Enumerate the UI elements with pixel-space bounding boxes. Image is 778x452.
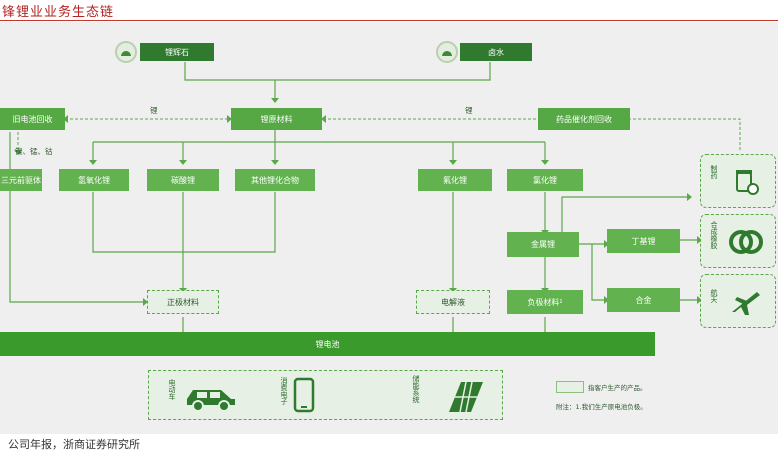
figure-title: 锋锂业业务生态链 <box>2 5 115 20</box>
spodumene-icon <box>115 41 137 63</box>
node-brine: 卤水 <box>460 43 532 61</box>
node-li-metal: 金属锂 <box>507 232 579 257</box>
source-footer: 公司年报，浙商证券研究所 <box>8 438 140 451</box>
anode-footnote-mark: 1 <box>559 299 563 305</box>
car-icon <box>187 390 235 411</box>
airplane-icon <box>732 292 760 315</box>
legend-customer-product: 指客户生产的产品。 <box>588 384 647 392</box>
node-electrolyte: 电解液 <box>416 290 490 314</box>
connector-lines <box>9 62 741 332</box>
solar-panel-icon <box>449 381 483 413</box>
node-butyl-li: 丁基锂 <box>607 229 680 253</box>
node-alloy: 合金 <box>607 288 680 312</box>
report-header: 锋锂业业务生态链 <box>0 0 778 21</box>
node-lif: 氟化锂 <box>418 169 492 191</box>
brine-icon <box>436 41 458 63</box>
edge-label-li-right: 锂 <box>465 106 473 115</box>
pill-bottle-icon <box>736 170 759 195</box>
panel-tire: 合成橡胶 <box>700 214 776 268</box>
node-lithium-raw: 锂原材料 <box>231 108 322 130</box>
label-aero: 航天 <box>710 289 718 303</box>
node-lioh: 氢氧化锂 <box>59 169 129 191</box>
tires-icon <box>729 230 763 254</box>
node-battery-bar: 锂电池 <box>0 332 655 356</box>
label-tire: 合成橡胶 <box>710 221 718 249</box>
label-storage: 储能系统 <box>412 375 420 403</box>
node-cathode: 正极材料 <box>147 290 219 314</box>
phone-icon <box>293 377 315 413</box>
label-ev: 电动车 <box>168 379 176 400</box>
node-li2co3: 碳酸锂 <box>147 169 219 191</box>
diagram-canvas: 锂辉石 卤水 旧电池回收 锂原材料 药品催化剂回收 锂 锂 镍、锰、钴 三元前驱… <box>0 22 778 434</box>
edge-label-ni-mn-co: 镍、锰、钴 <box>15 147 53 156</box>
legend-swatch <box>556 381 584 393</box>
node-spodumene: 锂辉石 <box>140 43 214 61</box>
edge-label-li-left: 锂 <box>150 106 158 115</box>
node-licl: 氯化锂 <box>507 169 583 191</box>
legend-note: 附注：1.我们生产原电池负极。 <box>556 403 647 411</box>
anode-label: 负极材料 <box>527 297 560 307</box>
label-pharma: 制药 <box>710 165 718 179</box>
node-other-compounds: 其他锂化合物 <box>235 169 315 191</box>
label-consumer: 消费电子 <box>280 377 288 405</box>
node-precursor: 三元前驱体 <box>0 169 42 191</box>
applications-panel: 电动车 消费电子 储能系统 <box>148 370 503 420</box>
panel-aero: 航天 <box>700 274 776 328</box>
panel-pharma: 制药 <box>700 154 776 208</box>
node-catalyst-recycle: 药品催化剂回收 <box>538 108 630 130</box>
node-old-battery-recycle: 旧电池回收 <box>0 108 65 130</box>
